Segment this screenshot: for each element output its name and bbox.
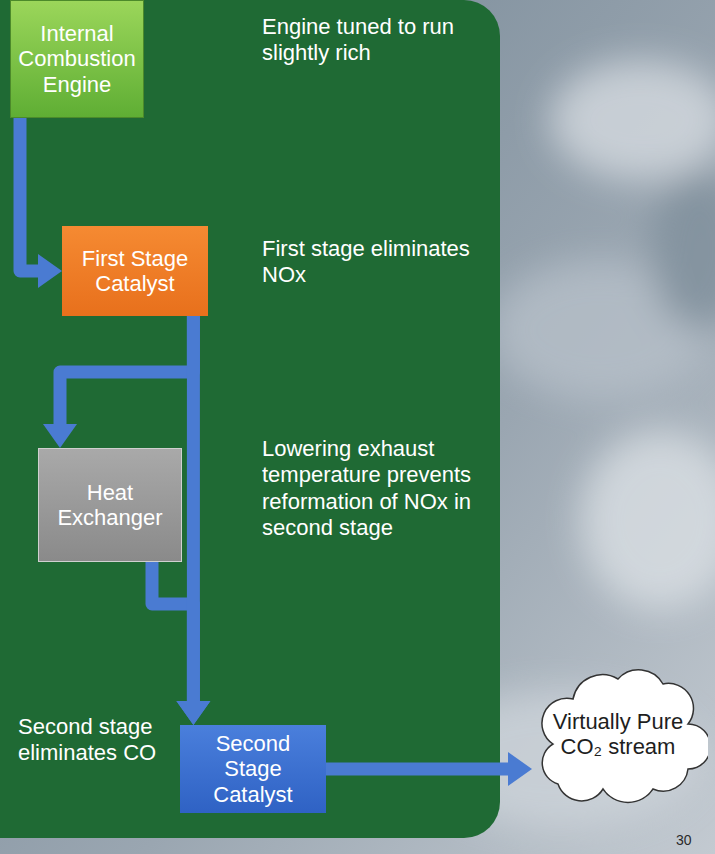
arrow-head xyxy=(43,424,77,448)
flow-arrow xyxy=(20,118,62,288)
node-text: Virtually Pure CO₂ stream xyxy=(546,709,690,760)
arrow-shaft xyxy=(60,316,193,428)
arrow-head xyxy=(38,254,62,288)
arrow-head xyxy=(176,701,210,725)
annotation: Second stage eliminates CO xyxy=(18,714,176,767)
engine-box: Internal Combustion Engine xyxy=(10,0,144,118)
node-text: First Stage Catalyst xyxy=(70,246,200,297)
flow-arrow xyxy=(326,752,532,786)
arrow-shaft xyxy=(187,316,200,705)
annotation: Lowering exhaust temperature prevents re… xyxy=(262,436,492,542)
node-text: Second Stage Catalyst xyxy=(188,731,318,807)
heat-exchanger-box: Heat Exchanger xyxy=(38,448,182,562)
node-text: Internal Combustion Engine xyxy=(18,21,135,97)
green-panel xyxy=(0,0,500,838)
node-text: Heat Exchanger xyxy=(47,480,173,531)
arrow-shaft xyxy=(20,118,42,271)
page-number: 30 xyxy=(676,832,706,849)
flow-arrow xyxy=(43,316,193,448)
arrow-head xyxy=(508,752,532,786)
output-cloud: Virtually Pure CO₂ stream xyxy=(528,654,708,814)
annotation: First stage eliminates NOx xyxy=(262,236,477,289)
annotation: Engine tuned to run slightly rich xyxy=(262,14,477,67)
catalyst-box: Second Stage Catalyst xyxy=(180,725,326,813)
arrow-head xyxy=(176,701,210,725)
arrow-shaft xyxy=(326,763,512,776)
catalyst-box: First Stage Catalyst xyxy=(62,226,208,316)
flow-arrow xyxy=(152,562,210,725)
